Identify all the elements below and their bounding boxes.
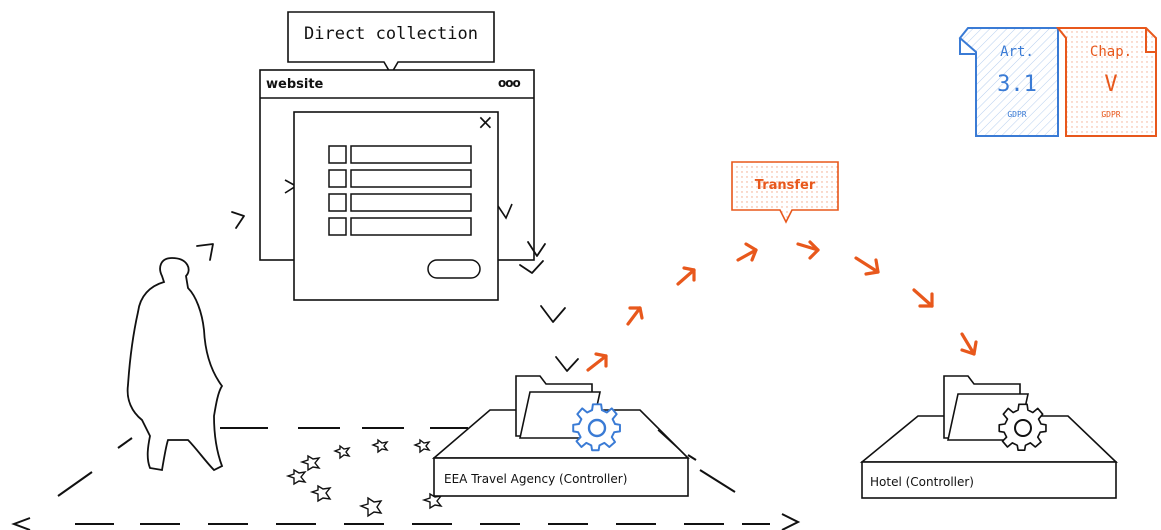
arrow-icon — [796, 240, 820, 260]
form-fields — [328, 145, 472, 236]
arrow-icon — [626, 306, 644, 326]
transfer-label: Transfer — [754, 178, 816, 193]
travel-agency-platform — [431, 375, 690, 497]
transfer-callout — [731, 161, 839, 224]
star-icon — [309, 484, 332, 503]
arrow-icon — [676, 266, 696, 286]
gdpr-chap-document — [1055, 27, 1157, 137]
art-line3: GDPR — [1007, 110, 1027, 119]
travel-agency-label: EEA Travel Agency (Controller) — [444, 472, 628, 486]
gear-icon — [998, 403, 1047, 452]
art-line2: 3.1 — [997, 72, 1037, 97]
star-icon — [413, 438, 431, 454]
person-icon — [126, 257, 224, 472]
star-icon — [333, 444, 351, 460]
arrow-icon — [854, 256, 880, 276]
website-title: website — [266, 77, 324, 92]
chap-line2: V — [1104, 72, 1118, 97]
transfer-arrows — [586, 240, 978, 372]
art-line1: Art. — [1000, 44, 1034, 60]
arrow-icon — [736, 242, 758, 262]
form-submit-button — [427, 259, 481, 279]
arrow-icon — [912, 288, 934, 308]
chap-line1: Chap. — [1089, 44, 1133, 60]
star-icon — [285, 468, 307, 486]
direct-collection-label: Direct collection — [304, 24, 478, 44]
chap-line3: GDPR — [1101, 110, 1121, 119]
gear-icon — [572, 403, 621, 452]
star-icon — [358, 496, 383, 518]
arrow-icon — [586, 352, 608, 372]
star-icon — [299, 454, 321, 472]
hotel-platform — [859, 375, 1118, 499]
floor-lines — [11, 427, 801, 530]
close-icon: × — [477, 110, 494, 134]
eu-stars — [285, 438, 443, 518]
window-arrow-icon — [497, 203, 513, 220]
direct-collection-callout — [287, 11, 495, 76]
gdpr-art-document — [958, 27, 1059, 137]
window-menu-dots-icon: ooo — [498, 76, 521, 90]
form-popup — [293, 111, 499, 301]
star-icon — [371, 438, 389, 454]
arrow-icon — [960, 332, 978, 356]
hotel-label: Hotel (Controller) — [870, 475, 974, 489]
collection-arrows — [196, 211, 579, 372]
